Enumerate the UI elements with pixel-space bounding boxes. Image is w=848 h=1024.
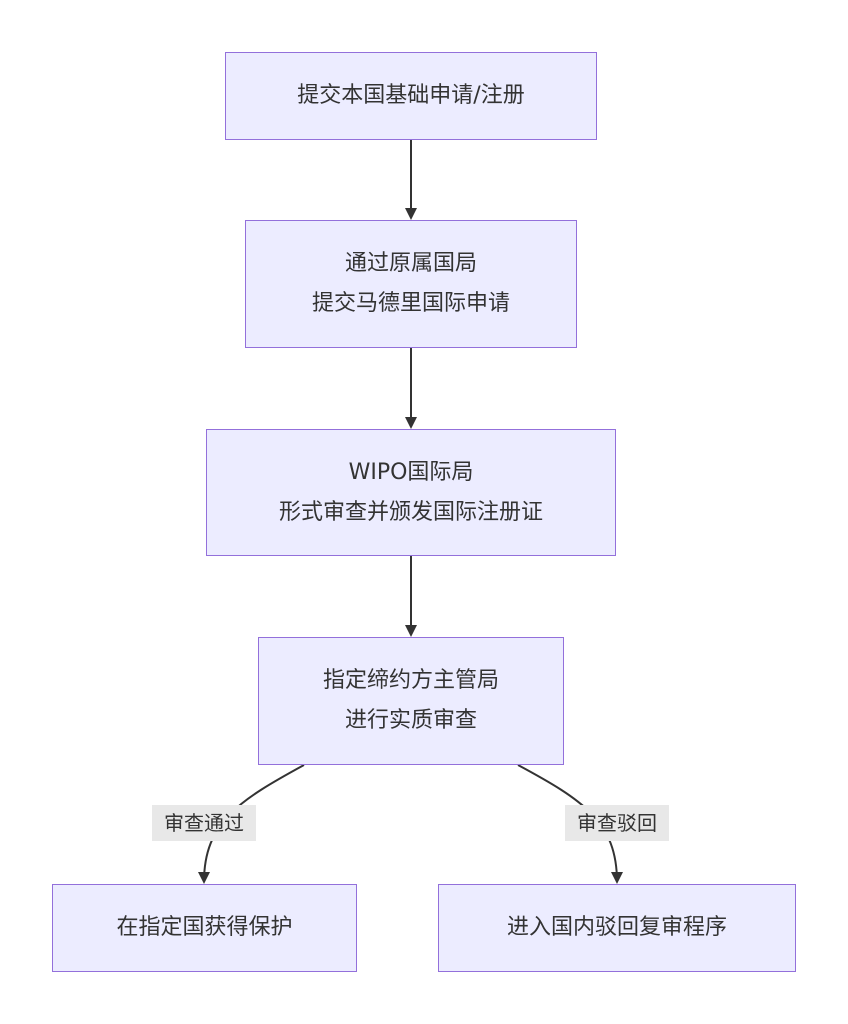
node-2-line-1: 通过原属国局: [344, 251, 477, 276]
node-protection-granted: 在指定国获得保护: [52, 884, 357, 972]
node-4-line-1: 指定缔约方主管局: [322, 668, 499, 693]
node-refusal-review: 进入国内驳回复审程序: [438, 884, 796, 972]
node-submit-madrid-application: 通过原属国局 提交马德里国际申请: [245, 220, 577, 348]
node-3-line-2: 形式审查并颁发国际注册证: [278, 499, 543, 525]
node-1-line-1: 提交本国基础申请/注册: [297, 83, 525, 108]
node-designated-office-examination: 指定缔约方主管局 进行实质审查: [258, 637, 564, 765]
node-wipo-international-bureau: WIPO国际局 形式审查并颁发国际注册证: [206, 429, 616, 556]
node-6-line-1: 进入国内驳回复审程序: [506, 915, 727, 940]
node-5-line-1: 在指定国获得保护: [116, 915, 293, 940]
node-2-line-2: 提交马德里国际申请: [311, 291, 510, 316]
edge-label-refused: 审查驳回: [565, 805, 669, 841]
node-submit-basic-application: 提交本国基础申请/注册: [225, 52, 597, 140]
edge-label-approved: 审查通过: [152, 805, 256, 841]
node-3-line-1: WIPO国际局: [348, 459, 474, 485]
node-4-line-2: 进行实质审查: [344, 708, 477, 733]
